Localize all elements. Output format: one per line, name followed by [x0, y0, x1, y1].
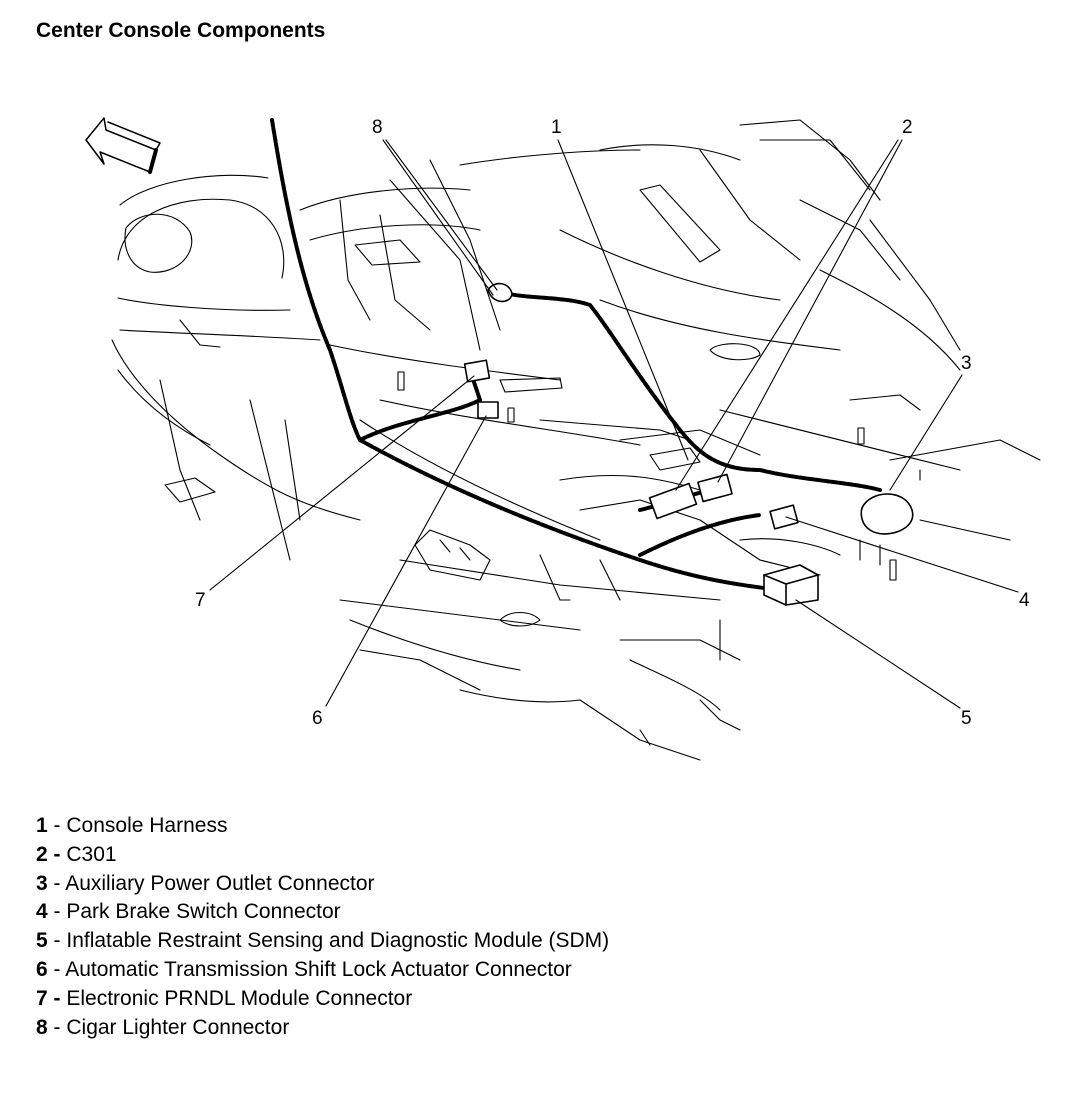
- callout-label-5: 5: [961, 708, 972, 729]
- callout-label-1: 1: [551, 117, 562, 138]
- callout-label-3: 3: [961, 353, 972, 374]
- leader-lines: [209, 139, 1019, 709]
- console-harness: [270, 118, 882, 592]
- lower-bracket: [339, 529, 741, 761]
- legend-item-number: 7 -: [36, 986, 61, 1010]
- legend-item: 5 - Inflatable Restraint Sensing and Dia…: [36, 927, 609, 956]
- legend-item: 4 - Park Brake Switch Connector: [36, 898, 609, 927]
- legend-item-number: 2 -: [36, 842, 61, 866]
- legend-item-separator: -: [47, 929, 67, 953]
- callout-label-4: 4: [1019, 590, 1030, 611]
- left-body-panel: [111, 174, 361, 561]
- legend-item-number: 8: [36, 1015, 48, 1039]
- legend-item-text: Cigar Lighter Connector: [66, 1015, 290, 1039]
- legend-item-text: Electronic PRNDL Module Connector: [66, 986, 413, 1010]
- legend-item-separator: -: [47, 814, 67, 837]
- legend-item-separator: -: [47, 957, 66, 981]
- callout-label-8: 8: [372, 117, 383, 138]
- legend-item-number: 3: [36, 871, 48, 895]
- legend-item-text: Auxiliary Power Outlet Connector: [65, 871, 375, 895]
- forward-arrow-icon: [85, 117, 161, 174]
- legend-item-number: 1: [36, 814, 48, 837]
- callout-label-6: 6: [312, 708, 323, 729]
- connectors: [463, 282, 914, 606]
- callout-label-2: 2: [902, 117, 913, 138]
- legend-item: 1 - Console Harness: [36, 812, 609, 841]
- legend-item-text: Inflatable Restraint Sensing and Diagnos…: [66, 929, 610, 953]
- legend-item: 8 - Cigar Lighter Connector: [36, 1014, 609, 1043]
- callout-label-7: 7: [195, 590, 206, 611]
- legend-item-separator: -: [47, 871, 66, 895]
- legend-item: 7 - Electronic PRNDL Module Connector: [36, 985, 609, 1014]
- legend-item-number: 5: [36, 929, 48, 953]
- legend-item-text: C301: [66, 842, 117, 866]
- legend-item-number: 6: [36, 957, 48, 981]
- legend-item: 2 - C301: [36, 841, 609, 870]
- legend-item: 6 - Automatic Transmission Shift Lock Ac…: [36, 956, 609, 985]
- diagram-title: Center Console Components: [36, 19, 326, 42]
- legend-item: 3 - Auxiliary Power Outlet Connector: [36, 870, 609, 899]
- console-diagram: 1 2 3 4 5 6 7 8: [85, 117, 1041, 761]
- legend-item-number: 4: [36, 900, 48, 924]
- floor-tunnel: [299, 119, 1041, 576]
- mounting-studs: [397, 371, 921, 581]
- legend-item-text: Console Harness: [66, 814, 228, 837]
- legend-item-text: Automatic Transmission Shift Lock Actuat…: [65, 957, 572, 981]
- legend-item-text: Park Brake Switch Connector: [66, 900, 341, 924]
- legend-item-separator: -: [47, 900, 67, 924]
- legend-item-separator: -: [47, 1015, 67, 1039]
